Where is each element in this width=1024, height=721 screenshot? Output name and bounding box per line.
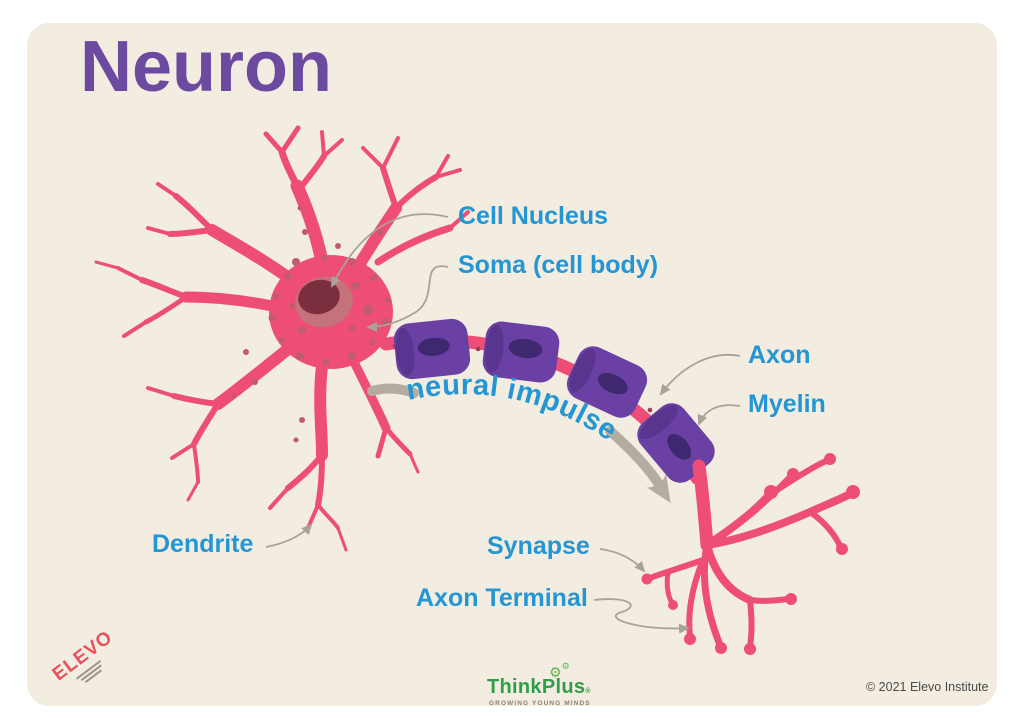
label-axon: Axon: [748, 341, 811, 369]
axon-terminal: [641, 453, 860, 655]
gear-icon: ⚙: [561, 662, 570, 672]
label-myelin: Myelin: [748, 390, 826, 418]
leader-axon: [659, 354, 741, 396]
myelin-segment: [482, 321, 560, 383]
registered-mark: ®: [585, 688, 591, 695]
leader-myelin: [697, 404, 741, 426]
leader-synapse: [599, 548, 646, 573]
neural-impulse-arrow: [367, 383, 671, 503]
label-soma: Soma (cell body): [458, 251, 659, 279]
copyright-text: © 2021 Elevo Institute: [866, 680, 989, 694]
cell-nucleus: [295, 276, 353, 328]
thinkplus-logo-text: ThinkPlus: [487, 676, 586, 698]
thinkplus-gears: ⚙⚙: [549, 662, 570, 681]
soma-dots: [231, 205, 391, 443]
label-synapse: Synapse: [487, 532, 590, 560]
thinkplus-logo: ThinkPlus®: [487, 676, 591, 699]
leader-dendrite: [265, 523, 313, 548]
label-dendrite: Dendrite: [152, 530, 254, 558]
label-axon-terminal: Axon Terminal: [416, 584, 588, 612]
myelin-segment: [566, 346, 648, 418]
thinkplus-tagline: GROWING YOUNG MINDS: [489, 700, 591, 707]
label-cell-nucleus: Cell Nucleus: [458, 202, 609, 230]
myelin-segment: [393, 318, 471, 380]
leader-cell-nucleus: [331, 213, 449, 288]
leader-soma: [366, 265, 449, 332]
gear-icon: ⚙: [549, 665, 562, 681]
soma: [231, 205, 393, 443]
leader-axon-terminal: [593, 598, 690, 634]
page-title: Neuron: [80, 27, 332, 107]
leader-lines: [265, 213, 741, 634]
